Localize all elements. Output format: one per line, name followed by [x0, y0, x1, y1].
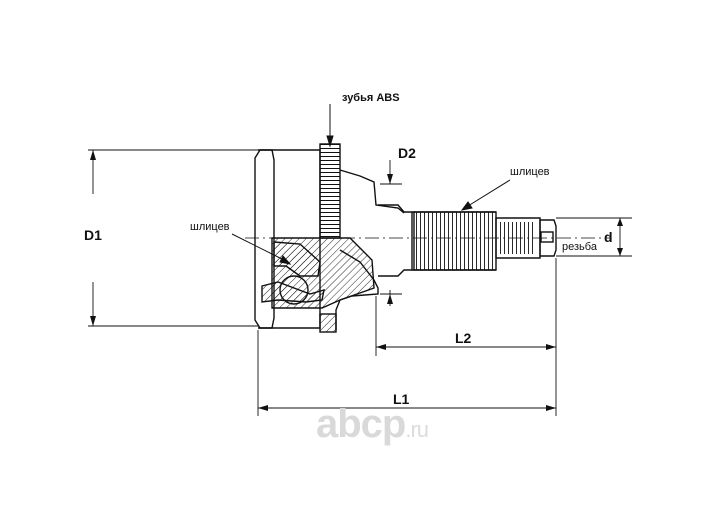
watermark-brand: abcp	[316, 402, 406, 446]
d-label: d	[604, 229, 613, 245]
l1-label: L1	[393, 391, 410, 407]
housing-neck	[339, 169, 405, 214]
abs-ring	[319, 143, 341, 239]
watermark-logo: abcp.ru	[316, 402, 429, 447]
cage	[261, 281, 325, 303]
thread-stub	[495, 217, 541, 259]
d2-label: D2	[398, 145, 416, 161]
inner-race	[273, 241, 321, 277]
splines-left-label: шлицев	[190, 221, 230, 233]
shaft-body	[378, 204, 413, 277]
l2-label: L2	[455, 330, 472, 346]
d1-label: D1	[84, 227, 102, 243]
flange-tab	[319, 313, 337, 333]
thread-label: резьба	[562, 241, 597, 253]
spline-section	[413, 211, 497, 271]
watermark-tld: .ru	[405, 417, 429, 442]
nut	[539, 219, 557, 257]
splines-right-leader	[467, 179, 511, 207]
splines-left-leader	[231, 233, 285, 261]
splines-right-label: шлицев	[510, 166, 550, 178]
abs-teeth-label: зубья ABS	[342, 92, 400, 104]
